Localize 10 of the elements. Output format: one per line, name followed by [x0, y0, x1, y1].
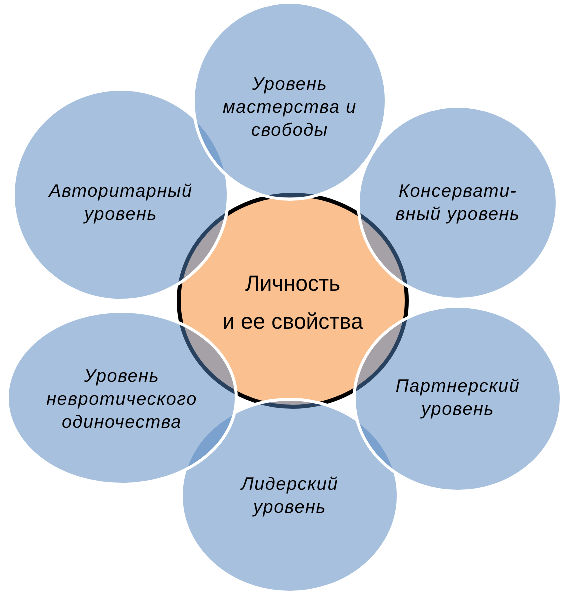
level-label: Консервати- вный уровень — [394, 180, 522, 226]
level-ellipse — [357, 105, 559, 301]
core-label: Личность и ее свойства — [222, 270, 364, 336]
level-ellipse — [192, 1, 388, 201]
level-label: Партнерский уровень — [394, 375, 522, 421]
level-label: Уровень невротического одиночества — [46, 364, 198, 434]
level-label: Авторитарный уровень — [48, 180, 194, 226]
level-label: Лидерский уровень — [240, 473, 340, 519]
level-ellipse — [6, 310, 238, 486]
level-label: Уровень мастерства и свободы — [222, 72, 358, 142]
